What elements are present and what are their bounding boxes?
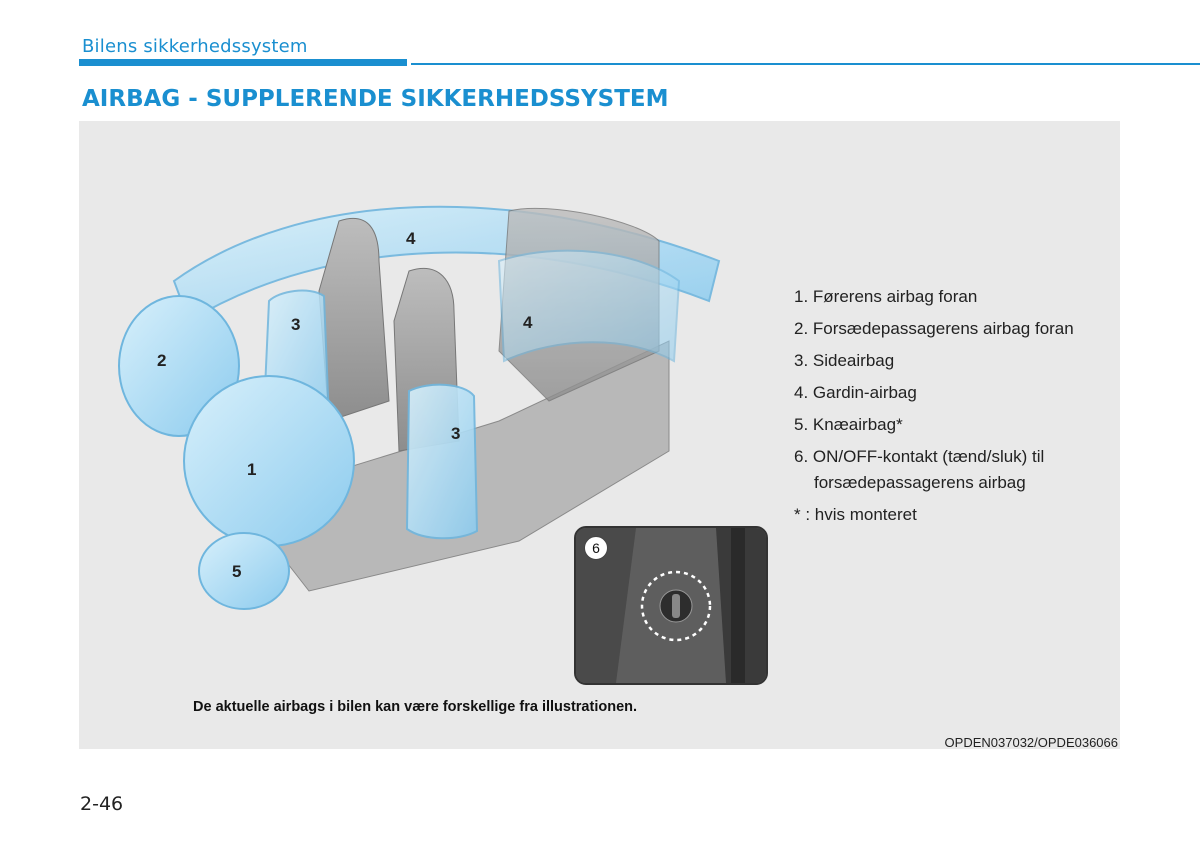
knee-airbag [199, 533, 289, 609]
callout-3b: 3 [451, 424, 460, 443]
header-rule-thin [411, 63, 1200, 65]
callout-3a: 3 [291, 315, 300, 334]
callout-5: 5 [232, 562, 241, 581]
legend-item-2: 2. Forsædepassagerens airbag foran [794, 313, 1114, 345]
legend-item-5: 5. Knæairbag* [794, 409, 1114, 441]
switch-inset-photo: 6 [574, 526, 768, 685]
page-title: AIRBAG - SUPPLERENDE SIKKERHEDSSYSTEM [82, 86, 669, 112]
airbag-figure: 1 2 3 3 4 4 5 1. Førerens airbag foran 2… [79, 121, 1120, 749]
inset-callout-6: 6 [584, 536, 608, 560]
header-rule-thick [79, 59, 407, 66]
figure-code: OPDEN037032/OPDE036066 [945, 735, 1118, 750]
side-airbag-right [407, 385, 477, 539]
figure-caption: De aktuelle airbags i bilen kan være for… [193, 699, 637, 715]
page-number: 2-46 [80, 793, 123, 815]
callout-4a: 4 [406, 229, 416, 248]
legend-item-1: 1. Førerens airbag foran [794, 281, 1114, 313]
airbag-legend: 1. Førerens airbag foran 2. Forsædepassa… [794, 281, 1114, 531]
legend-item-4: 4. Gardin-airbag [794, 377, 1114, 409]
callout-1: 1 [247, 460, 256, 479]
callout-2: 2 [157, 351, 166, 370]
driver-front-airbag [184, 376, 354, 546]
legend-footnote: * : hvis monteret [794, 499, 1114, 531]
legend-item-3: 3. Sideairbag [794, 345, 1114, 377]
legend-item-6-cont: forsædepassagerens airbag [794, 470, 1114, 496]
callout-4b: 4 [523, 313, 533, 332]
section-title: Bilens sikkerhedssystem [82, 36, 308, 57]
legend-item-6: 6. ON/OFF-kontakt (tænd/sluk) til [794, 444, 1114, 470]
